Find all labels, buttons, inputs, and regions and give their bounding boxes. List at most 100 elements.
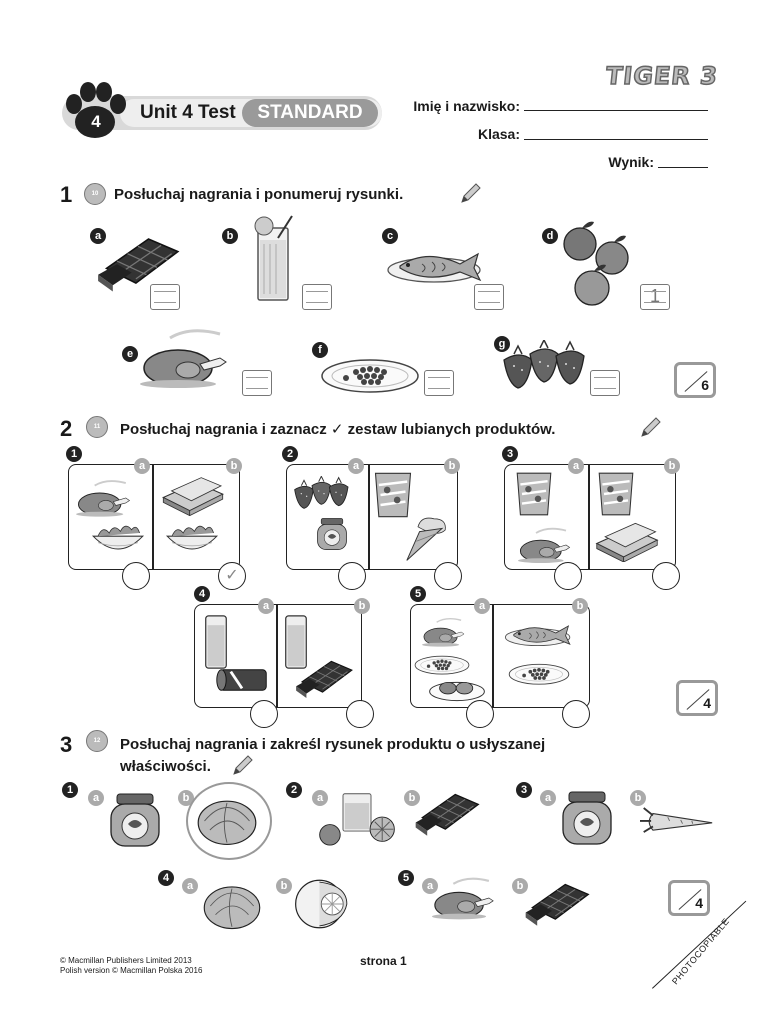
exercise-1-score-box[interactable]: 6 [674,362,716,398]
option-b-badge: b [226,458,242,474]
roast-chicken-picture [422,616,466,648]
cd-icon: 11 [86,416,108,438]
strawberries-picture [292,476,352,510]
cabbage-picture[interactable] [194,794,260,848]
score-label: Wynik: [608,154,654,170]
exercise-3-number: 3 [60,732,73,757]
set-number-1: 1 [66,446,82,462]
answer-box-a[interactable] [150,284,180,310]
roast-chicken-picture [76,478,132,518]
answer-box-e[interactable] [242,370,272,396]
option-a-badge: a [134,458,150,474]
set-number-3: 3 [502,446,518,462]
copyright-line-1: © Macmillan Publishers Limited 2013 [60,956,192,965]
grapefruit-picture[interactable] [292,876,356,932]
pencil-icon [638,416,662,440]
option-b-badge: b [572,598,588,614]
sandwich-picture [160,474,226,516]
set-1-circle-a[interactable] [122,562,150,590]
name-label: Imię i nazwisko: [413,98,520,114]
chocolate-bar-picture [294,654,354,698]
set-3-circle-a[interactable] [554,562,582,590]
set-3-circle-b[interactable] [652,562,680,590]
chocolate-bar-picture[interactable] [414,786,480,836]
exercise-2-score-box[interactable]: 4 [676,680,718,716]
set-2-panel [286,464,458,570]
item-letter-d: d [542,228,558,244]
set-5-circle-b[interactable] [562,700,590,728]
item-letter-f: f [312,342,328,358]
tiger-logo: TIGER 3 [604,61,720,91]
orange-juice-picture[interactable] [312,790,402,846]
pencil-icon [230,754,254,778]
item-letter-b: b [222,228,238,244]
set-2-circle-a[interactable] [338,562,366,590]
option-a-badge: a [422,878,438,894]
option-a-badge: a [312,790,328,806]
answer-box-f[interactable] [424,370,454,396]
set-5-circle-a[interactable] [466,700,494,728]
item-letter-e: e [122,346,138,362]
set-2-circle-b[interactable] [434,562,462,590]
unit-number: 4 [91,112,101,131]
exercise-2-max-score: 4 [703,695,711,711]
set-3-panel [504,464,676,570]
answer-box-d[interactable]: 1 [640,284,670,310]
score-field[interactable] [658,167,708,168]
chocolate-bar-picture[interactable] [524,876,590,926]
exercise-1-number: 1 [60,182,73,207]
cd-icon: 12 [86,730,108,752]
exercise-3-instruction-line2: właściwości. [120,758,211,775]
class-field[interactable] [524,139,708,140]
answer-circle-drawn [186,782,272,860]
exercise-3-score-box[interactable]: 4 [668,880,710,916]
option-b-badge: b [404,790,420,806]
roast-chicken-picture [518,526,572,564]
photocopiable-label: PHOTOCOPIABLE [670,916,732,987]
name-field[interactable] [524,110,708,111]
answer-box-b[interactable] [302,284,332,310]
exercise-1-instruction: Posłuchaj nagrania i ponumeruj rysunki. [114,186,404,203]
item-number-5: 5 [398,870,414,886]
cabbage-picture[interactable] [200,880,264,932]
panel-divider [152,464,154,570]
option-b-badge: b [630,790,646,806]
option-a-badge: a [348,458,364,474]
option-a-badge: a [182,878,198,894]
item-number-1: 1 [62,782,78,798]
pencil-icon [458,182,482,206]
set-4-panel [194,604,362,708]
option-b-badge: b [664,458,680,474]
set-1-circle-b[interactable]: ✓ [218,562,246,590]
set-4-circle-b[interactable] [346,700,374,728]
roast-chicken-picture[interactable] [432,872,496,924]
option-b-badge: b [444,458,460,474]
fish-picture [504,618,574,648]
panel-divider [492,604,494,708]
option-b-badge: b [276,878,292,894]
salad-picture [90,524,146,558]
jam-jar-picture[interactable] [556,788,618,848]
crisps-picture [372,470,414,520]
option-b-badge: b [512,878,528,894]
carrot-picture[interactable] [640,806,714,834]
jam-jar-picture [314,514,350,554]
peas-picture [508,660,570,686]
item-letter-c: c [382,228,398,244]
answer-box-c[interactable] [474,284,504,310]
item-number-4: 4 [158,870,174,886]
item-number-2: 2 [286,782,302,798]
copyright-line-2: Polish version © Macmillan Polska 2016 [60,966,203,975]
answer-box-g[interactable] [590,370,620,396]
item-letter-a: a [90,228,106,244]
jam-jar-picture[interactable] [104,790,166,850]
option-b-badge: b [354,598,370,614]
set-4-circle-a[interactable] [250,700,278,728]
glass-of-juice-picture [250,214,300,304]
page-number: strona 1 [360,954,407,968]
crisps-picture [514,470,554,518]
set-1-panel [68,464,240,570]
cola-can-picture [214,666,270,694]
potatoes-picture [428,676,486,702]
unit-title: Unit 4 Test [140,102,236,123]
